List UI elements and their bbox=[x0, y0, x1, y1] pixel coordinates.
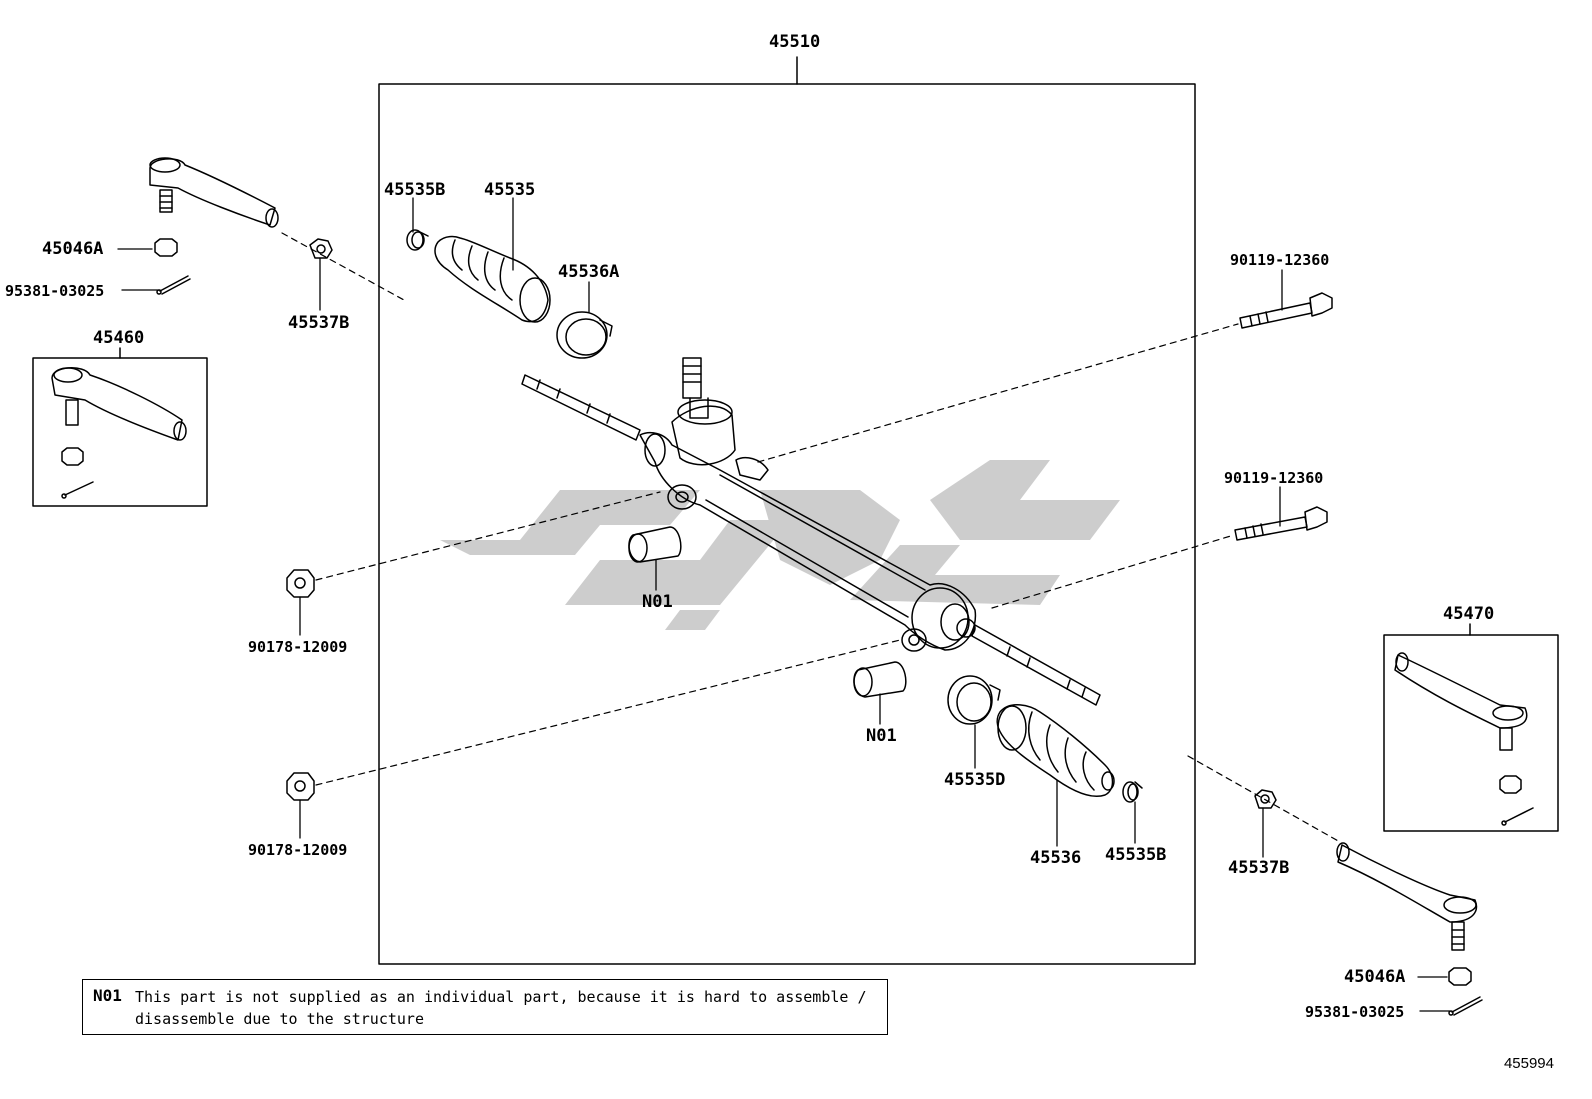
bushing-right bbox=[853, 661, 907, 698]
clamp-right bbox=[947, 675, 1001, 725]
label-boot-clamp-right: 45535B bbox=[1105, 845, 1167, 865]
tie-rod-end-right-frame bbox=[1383, 634, 1559, 832]
label-cotter-pin-right: 95381-03025 bbox=[1305, 1003, 1405, 1021]
document-id: 455994 bbox=[1503, 1055, 1554, 1072]
assembly-frame bbox=[378, 83, 1196, 965]
watermark-logo bbox=[440, 460, 1120, 630]
tie-rod-end-right-bottom bbox=[1336, 842, 1478, 951]
footnote-code: N01 bbox=[93, 986, 122, 1005]
castle-nut-right bbox=[1448, 967, 1472, 986]
bolt-lower bbox=[1234, 506, 1328, 541]
boot-clamp-right bbox=[1122, 781, 1143, 803]
label-tie-rod-end-left: 45460 bbox=[93, 328, 145, 348]
clamp-left bbox=[556, 311, 613, 359]
bushing-left bbox=[628, 526, 682, 563]
label-tie-rod-end-right: 45470 bbox=[1443, 604, 1495, 624]
label-locknut-right: 45537B bbox=[1228, 858, 1290, 878]
label-cotter-pin-left: 95381-03025 bbox=[5, 282, 105, 300]
label-castle-nut-left: 45046A bbox=[42, 239, 104, 259]
label-castle-nut-right: 45046A bbox=[1344, 967, 1406, 987]
bolt-upper bbox=[1239, 292, 1333, 329]
footnote-line-2: disassemble due to the structure bbox=[135, 1010, 424, 1028]
boot-right bbox=[996, 704, 1115, 797]
label-bolt-upper: 90119-12360 bbox=[1230, 251, 1330, 269]
flange-nut-upper bbox=[286, 569, 315, 598]
label-clamp-left: 45536A bbox=[558, 262, 620, 282]
label-bushing-left: N01 bbox=[642, 592, 673, 612]
cotter-pin-left bbox=[156, 275, 191, 295]
label-locknut-left: 45537B bbox=[288, 313, 350, 333]
label-boot-left: 45535 bbox=[484, 180, 536, 200]
steering-rack-body bbox=[521, 357, 1101, 706]
label-boot-right: 45536 bbox=[1030, 848, 1082, 868]
cotter-pin-right bbox=[1448, 996, 1483, 1016]
tie-rod-end-left-boxed bbox=[51, 367, 187, 499]
label-clamp-right: 45535D bbox=[944, 770, 1006, 790]
label-bushing-right: N01 bbox=[866, 726, 897, 746]
castle-nut-left bbox=[154, 238, 178, 257]
label-assembly: 45510 bbox=[769, 32, 821, 52]
label-bolt-lower: 90119-12360 bbox=[1224, 469, 1324, 487]
guide-lines bbox=[281, 232, 1341, 843]
label-nut-upper: 90178-12009 bbox=[248, 638, 348, 656]
flange-nut-lower bbox=[286, 772, 315, 801]
footnote-text: This part is not supplied as an individu… bbox=[135, 986, 867, 1030]
footnote-line-1: This part is not supplied as an individu… bbox=[135, 988, 867, 1006]
boot-clamp-left bbox=[406, 229, 429, 251]
boot-left bbox=[434, 235, 551, 323]
tie-rod-end-left-top bbox=[149, 157, 279, 228]
tie-rod-end-right-boxed bbox=[1394, 652, 1534, 826]
locknut-right bbox=[1254, 789, 1277, 809]
leader-lines bbox=[117, 197, 1451, 1012]
label-boot-clamp-left: 45535B bbox=[384, 180, 446, 200]
footnote-box: N01 This part is not supplied as an indi… bbox=[82, 979, 888, 1035]
label-nut-lower: 90178-12009 bbox=[248, 841, 348, 859]
locknut-left bbox=[309, 238, 333, 259]
